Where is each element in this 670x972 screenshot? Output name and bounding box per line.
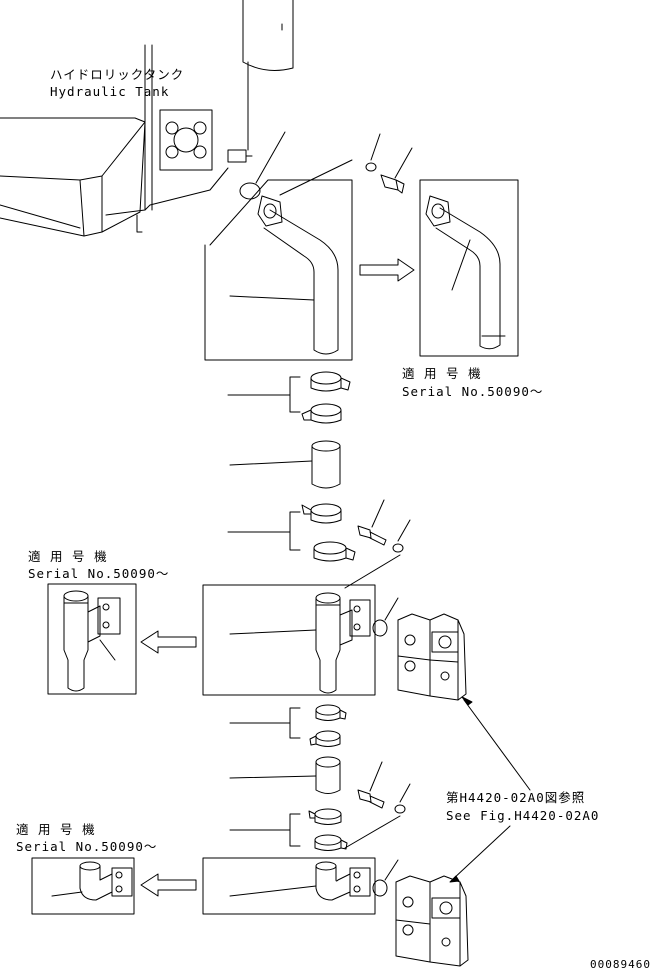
- clamp-pair-3: [229, 704, 347, 747]
- label-see-fig-en: See Fig.H4420-02A0: [446, 808, 600, 823]
- label-applicable-jp-1: 適 用 号 機: [402, 366, 482, 381]
- label-applicable-jp-2: 適 用 号 機: [28, 549, 108, 564]
- upper-pipe: [242, 0, 294, 151]
- clamp-pair-2: [227, 503, 356, 562]
- label-serial-2: Serial No.50090～: [28, 566, 170, 581]
- label-hydraulic-tank-en: Hydraulic Tank: [50, 84, 170, 99]
- variant-frame-left-2: [31, 857, 135, 915]
- valve-block-2: [395, 875, 469, 967]
- valve-block-1: [397, 613, 467, 701]
- ref-leader-1: [463, 699, 531, 791]
- arrow-left-1: [140, 630, 197, 654]
- arrow-left-2: [140, 873, 197, 897]
- hose-1: [229, 440, 341, 489]
- short-elbow-frame: [202, 857, 399, 915]
- bolt-washer-lower: [344, 761, 411, 849]
- label-drawing-number: 00089460: [590, 958, 651, 971]
- ref-arrowhead-2: [449, 875, 460, 883]
- label-applicable-jp-3: 適 用 号 機: [16, 822, 96, 837]
- label-hydraulic-tank-jp: ハイドロリックタンク: [50, 67, 185, 82]
- hose-2: [229, 756, 341, 794]
- hydraulic-tank: [0, 44, 253, 237]
- ref-arrowhead-1: [461, 696, 473, 706]
- clamp-pair-4: [229, 808, 348, 851]
- bolt-washer-top: [279, 133, 413, 196]
- variant-frame-left-1: [47, 583, 137, 695]
- label-see-fig-jp: 第H4420-02A0図参照: [446, 790, 586, 805]
- clamp-pair-1: [227, 371, 351, 424]
- arrow-right: [359, 258, 415, 282]
- variant-frame-right: [419, 179, 519, 357]
- label-serial-3: Serial No.50090～: [16, 839, 158, 854]
- label-serial-1: Serial No.50090～: [402, 384, 544, 399]
- ref-leader-2: [451, 825, 511, 881]
- o-ring: [239, 182, 261, 200]
- bolt-washer-middle: [344, 499, 411, 589]
- tee-pipe-frame: [202, 584, 399, 696]
- elbow-pipe-frame: [204, 179, 353, 361]
